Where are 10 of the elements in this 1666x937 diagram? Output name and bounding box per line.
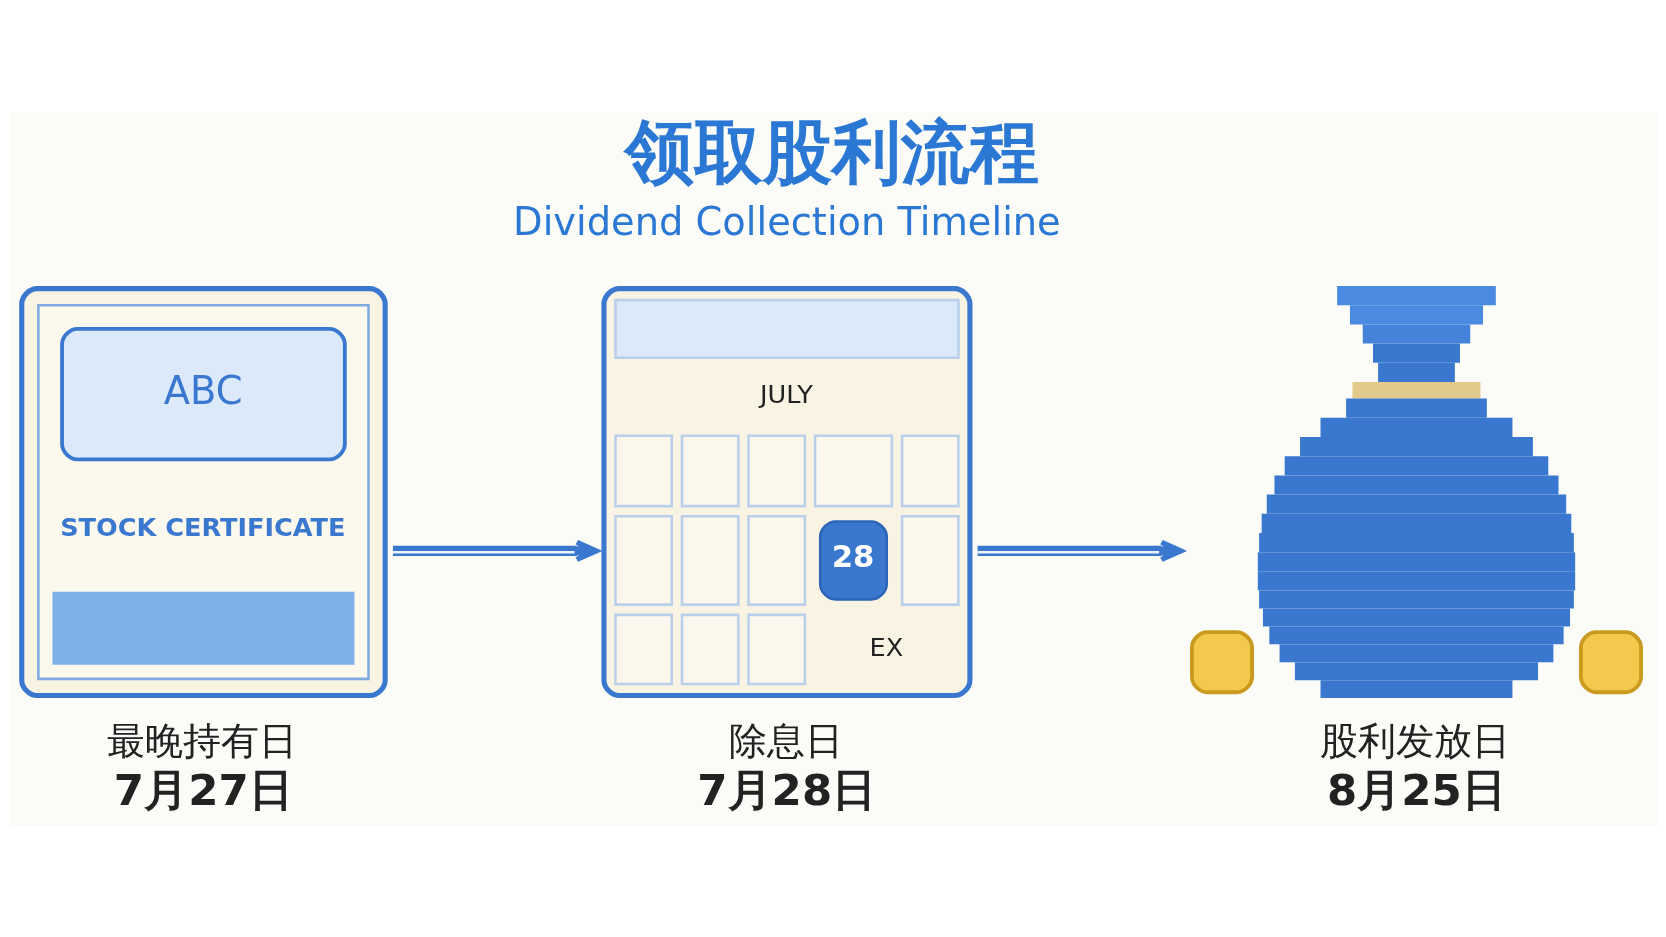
node-label: 7月27日 <box>113 764 293 814</box>
diagram-title: 领取股利流程 <box>625 111 1040 192</box>
node-label: 股利发放日 <box>1319 717 1510 763</box>
node-label: 最晚持有日 <box>106 717 297 763</box>
node-label: 8月25日 <box>1326 764 1506 814</box>
label: Dividend Collection Timeline <box>513 198 1061 244</box>
arrow <box>392 539 599 562</box>
node-label: 除息日 <box>728 717 843 763</box>
arrow <box>977 539 1184 562</box>
node-label: 7月28日 <box>697 764 877 814</box>
